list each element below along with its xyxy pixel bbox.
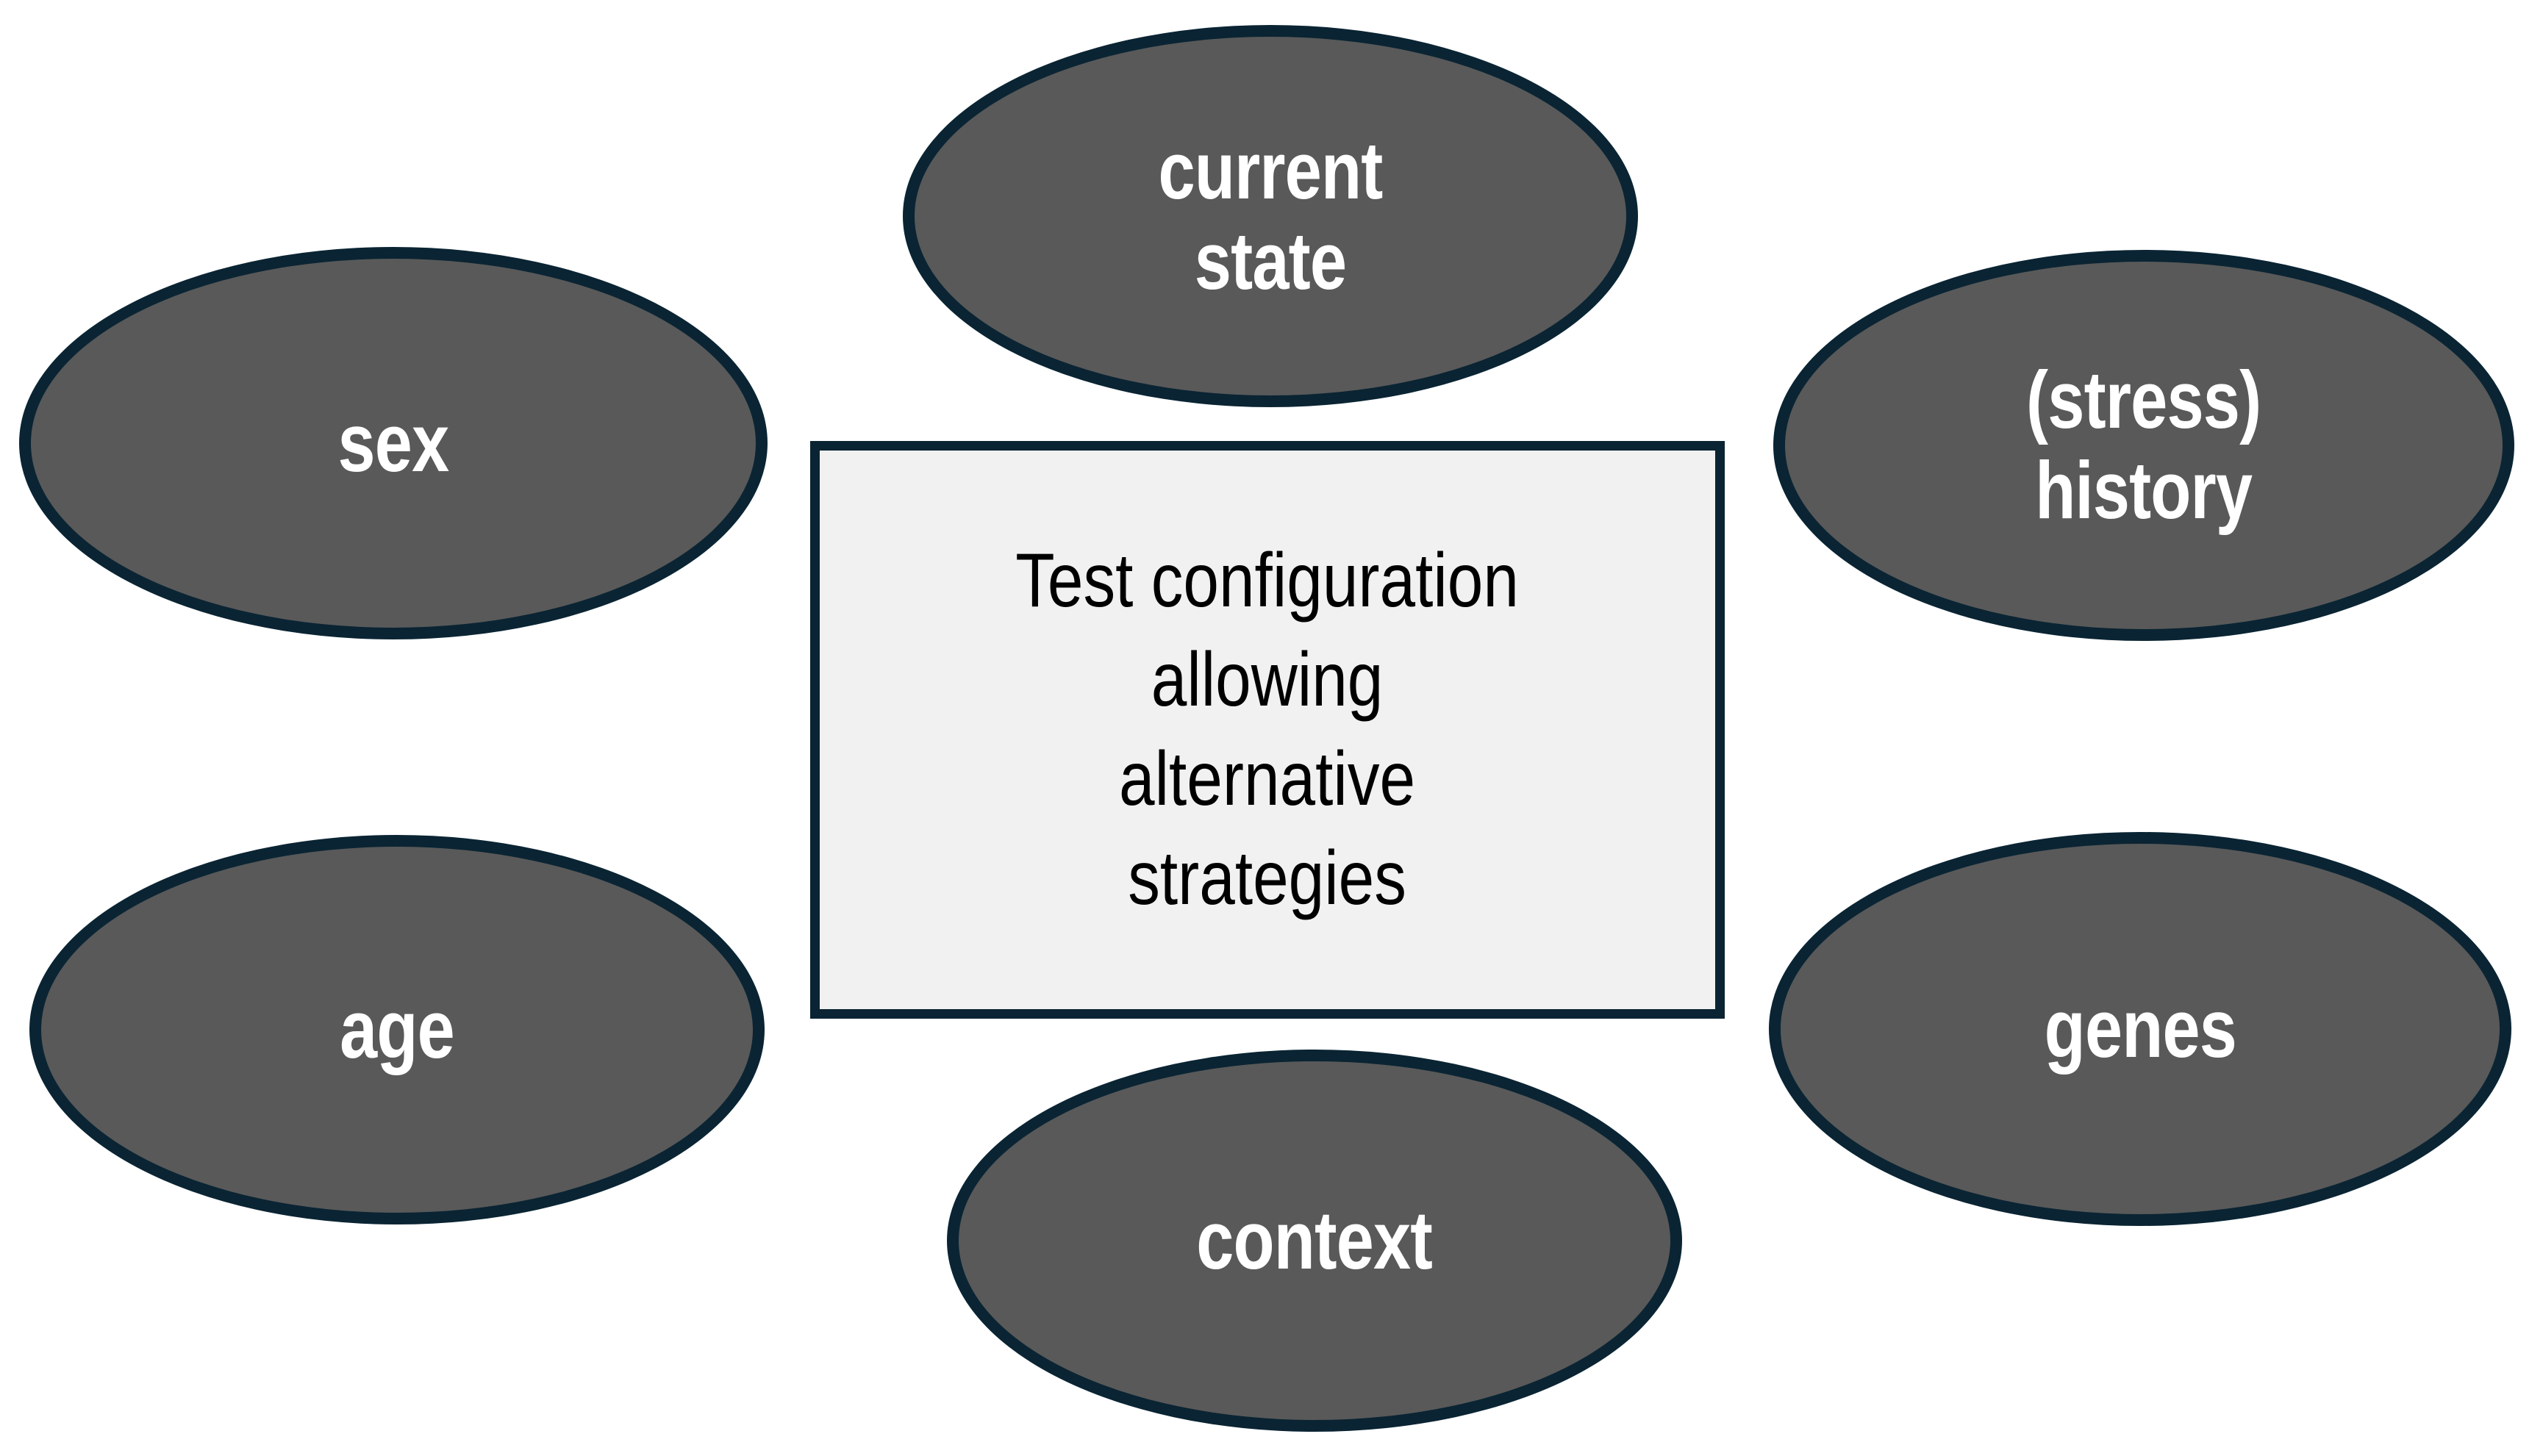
node-current-state-label: current state [1158,125,1383,306]
node-sex-label: sex [337,397,450,489]
node-age-label: age [340,983,455,1076]
node-stress-history-label: (stress) history [2026,354,2261,536]
node-context-label: context [1196,1194,1434,1287]
node-sex[interactable]: sex [19,247,768,639]
node-context[interactable]: context [947,1050,1682,1432]
node-genes-label: genes [2044,983,2236,1075]
center-box-label: Test configuration allowing alternative … [1015,537,1520,922]
node-age[interactable]: age [29,835,765,1224]
node-genes[interactable]: genes [1769,832,2511,1226]
center-test-configuration-box[interactable]: Test configuration allowing alternative … [810,441,1725,1019]
node-current-state[interactable]: current state [903,25,1638,407]
node-stress-history[interactable]: (stress) history [1773,250,2514,641]
